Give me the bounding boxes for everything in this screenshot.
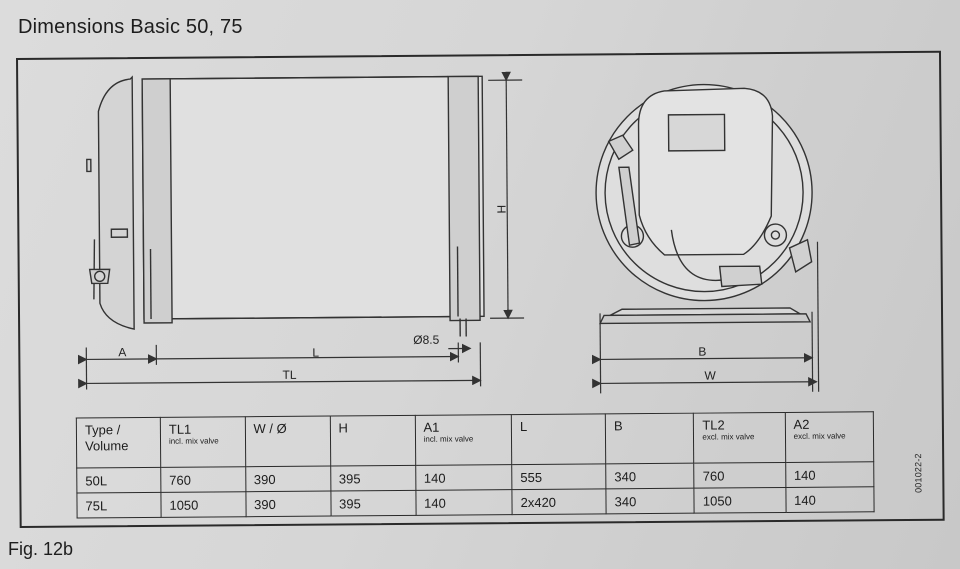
- table-header-cell: A2 excl. mix valve: [784, 411, 874, 463]
- label-h: H: [494, 204, 509, 214]
- table-header-cell: A1 incl. mix valve: [414, 414, 512, 466]
- side-view-tank: [86, 75, 485, 337]
- table-cell: 140: [785, 486, 875, 513]
- table-cell: 1050: [694, 487, 786, 514]
- dimensions-table: Type / Volume TL1 incl. mix valve W / Ø …: [75, 411, 875, 519]
- table-cell: 140: [785, 461, 874, 488]
- table-cell: 2x420: [511, 488, 607, 515]
- figure-caption: Fig. 12b: [8, 539, 74, 559]
- table-header-cell: TL2 excl. mix valve: [693, 412, 786, 464]
- table-header-cell: H: [329, 415, 416, 467]
- table-header-cell: TL1 incl. mix valve: [160, 416, 246, 468]
- table-cell: 140: [415, 489, 513, 516]
- table-cell: 390: [245, 466, 331, 492]
- table-cell: 340: [605, 488, 695, 514]
- side-dimension-lines: [77, 71, 525, 390]
- table-cell: 340: [605, 463, 695, 489]
- label-tl: TL: [282, 367, 297, 382]
- label-w: W: [704, 368, 716, 383]
- table-cell: 1050: [160, 491, 246, 518]
- label-a: A: [118, 345, 127, 360]
- table-cell: 140: [415, 464, 512, 491]
- front-view-tank: [595, 83, 813, 325]
- label-b: B: [698, 344, 707, 359]
- table-cell: 395: [330, 465, 416, 492]
- table-header-cell: B: [605, 413, 695, 464]
- table-header-cell: Type / Volume: [76, 417, 161, 469]
- figure-reference: 001022-2: [913, 453, 924, 493]
- drawing-frame: A L TL H Ø8.5 B W Type / Volume TL1 incl…: [16, 50, 945, 528]
- table-header-cell: W / Ø: [244, 416, 331, 467]
- table-header-row: Type / Volume TL1 incl. mix valve W / Ø …: [76, 411, 874, 469]
- table-cell: 555: [511, 463, 606, 490]
- table-cell: 390: [245, 491, 331, 517]
- front-dimension-lines: [591, 241, 820, 394]
- technical-drawing: [77, 71, 820, 394]
- table-header-cell: L: [511, 413, 606, 465]
- table-cell: 760: [160, 466, 246, 493]
- table-cell: 50L: [76, 467, 161, 494]
- page-title: Dimensions Basic 50, 75: [18, 16, 243, 38]
- table-cell: 760: [694, 462, 786, 489]
- label-hole: Ø8.5: [413, 332, 440, 347]
- table-cell: 75L: [76, 492, 162, 519]
- table-cell: 395: [330, 490, 416, 517]
- label-l: L: [312, 345, 320, 360]
